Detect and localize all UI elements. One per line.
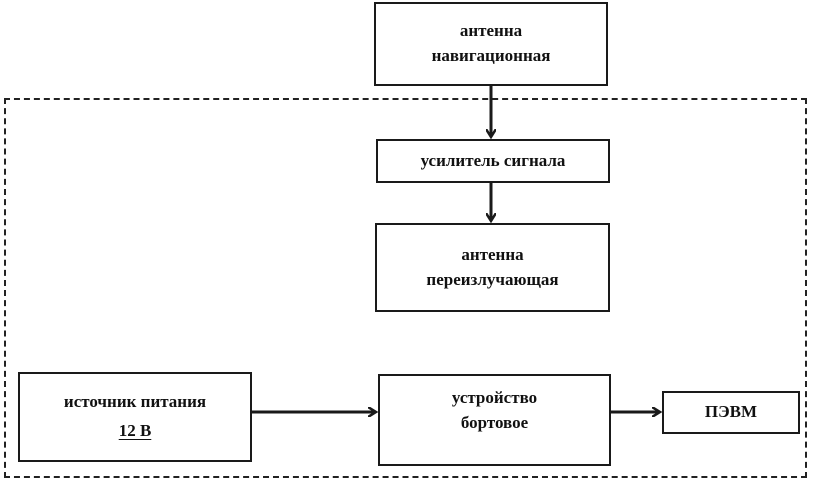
pc-block: ПЭВМ <box>662 391 800 434</box>
reemitting-antenna-block: антенна переизлучающая <box>375 223 610 312</box>
reemitting-antenna-label: антенна переизлучающая <box>426 244 559 289</box>
onboard-device-block: устройство бортовое <box>378 374 611 466</box>
signal-amplifier-label: усилитель сигнала <box>420 150 566 170</box>
power-source-block: источник питания 12 В <box>18 372 252 462</box>
pc-label: ПЭВМ <box>704 402 758 422</box>
signal-amplifier-block: усилитель сигнала <box>376 139 610 183</box>
power-source-voltage: 12 В <box>118 421 152 440</box>
navigation-antenna-block: антенна навигационная <box>374 2 608 86</box>
navigation-antenna-label: антенна навигационная <box>431 21 551 65</box>
onboard-device-label: устройство бортовое <box>451 388 538 432</box>
power-source-label: источник питания <box>63 392 207 412</box>
